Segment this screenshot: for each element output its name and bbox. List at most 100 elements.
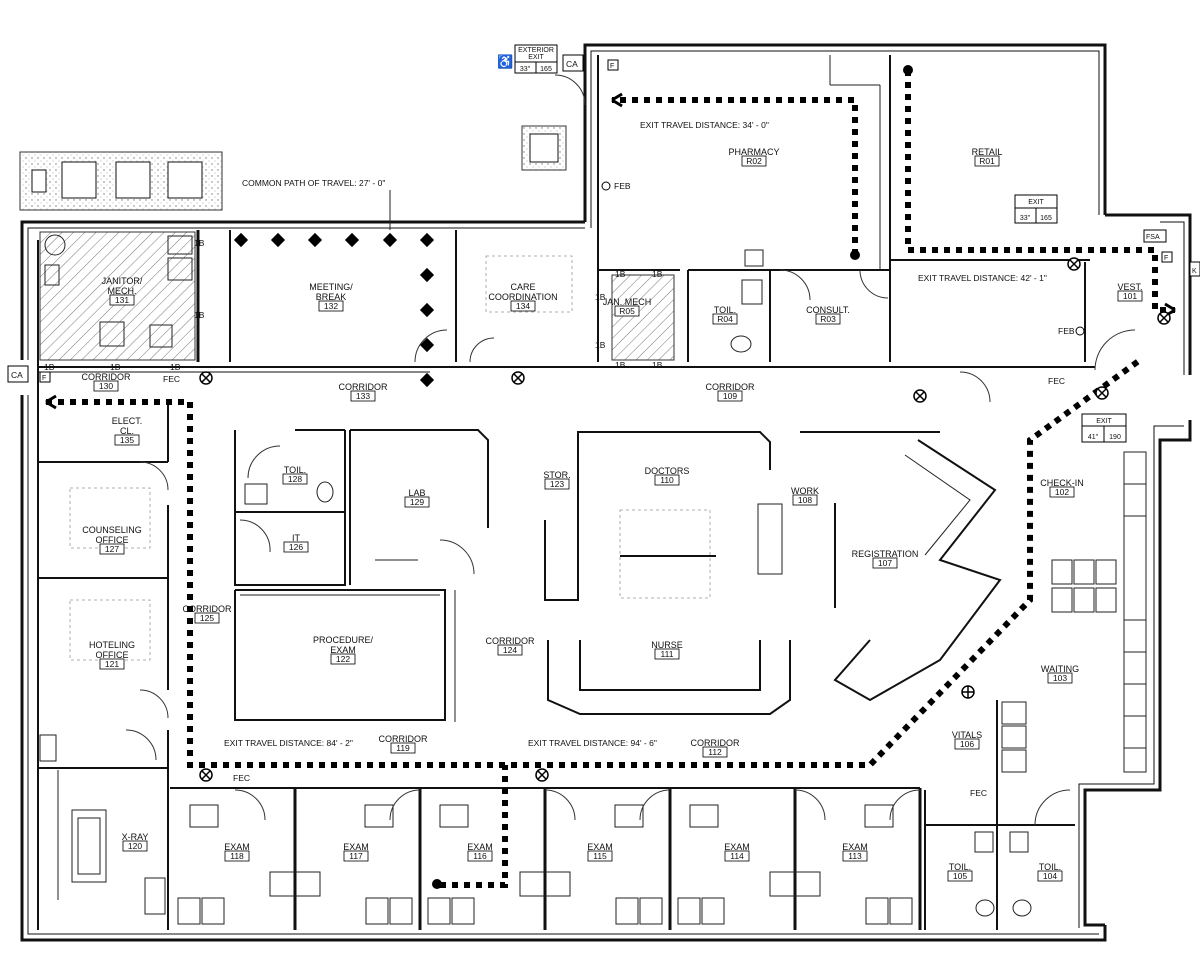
room-number: R05 xyxy=(619,306,635,316)
room-number: 117 xyxy=(349,851,363,861)
fire-extinguisher-icons xyxy=(199,257,1171,782)
room-name: CORRIDOR xyxy=(82,372,131,382)
fire-extinguisher-icon xyxy=(199,768,213,782)
room-number-box xyxy=(815,313,841,325)
room-number-box xyxy=(1049,486,1075,498)
exit-sign-checkin: EXIT 41" 190 xyxy=(1081,413,1127,443)
exterior-walls xyxy=(20,43,1192,942)
feb-label: FEB xyxy=(1058,326,1075,336)
room-number-box xyxy=(390,742,416,754)
room-name: EXAM xyxy=(343,842,369,852)
room-labels: RETAILR01PHARMACYR02CONSULT.R03TOIL.R04J… xyxy=(82,147,1143,882)
room-name: CONSULT. xyxy=(806,305,850,315)
room-number: 112 xyxy=(708,747,722,757)
room-number-box xyxy=(947,870,973,882)
room-name: VITALS xyxy=(952,730,982,740)
room-number: R04 xyxy=(717,314,733,324)
room-number: 111 xyxy=(661,649,674,659)
room-label-r04: TOIL.R04 xyxy=(712,305,738,325)
room-name: CORRIDOR xyxy=(486,636,535,646)
equipment-tags: CA CA FSA K F F F FEB FEB FEC FEC FEC FE… xyxy=(7,54,1200,798)
room-name: EXAM xyxy=(224,842,250,852)
room-number: 101 xyxy=(1123,291,1137,301)
room-label-101: VEST.101 xyxy=(1117,282,1143,302)
room-name: CORRIDOR xyxy=(379,734,428,744)
room-number-box xyxy=(497,644,523,656)
room-number: 102 xyxy=(1055,487,1069,497)
room-number: 108 xyxy=(798,495,812,505)
room-number-box xyxy=(954,738,980,750)
room-number: 128 xyxy=(288,474,302,484)
room-number: 127 xyxy=(105,544,119,554)
exit-clear-width: 33" xyxy=(520,66,531,73)
exit-sign-title: EXIT xyxy=(1028,199,1044,206)
room-number: 134 xyxy=(516,301,530,311)
room-number-box xyxy=(654,648,680,660)
room-name: STOR. xyxy=(543,470,570,480)
fsa-tag: FSA xyxy=(1146,234,1160,241)
room-number-box xyxy=(99,543,125,555)
room-number-box xyxy=(282,473,308,485)
room-number-box xyxy=(1037,870,1063,882)
room-number-box xyxy=(792,494,818,506)
room-number: 129 xyxy=(410,497,424,507)
door-swings xyxy=(125,74,1136,826)
rating-tag: 1B xyxy=(615,360,626,370)
fec-label: FEC xyxy=(163,374,180,384)
fec-label: FEC xyxy=(970,788,987,798)
room-number-box xyxy=(467,850,493,862)
room-number: 124 xyxy=(503,645,517,655)
rating-tag: 1B xyxy=(595,340,606,350)
rating-tag: 1B xyxy=(170,362,181,372)
rating-tag: 1B xyxy=(595,292,606,302)
room-name: CORRIDOR xyxy=(691,738,740,748)
room-name: EXAM xyxy=(587,842,613,852)
room-number: 116 xyxy=(473,851,487,861)
fire-extinguisher-icon xyxy=(1157,311,1171,325)
fire-extinguisher-icon xyxy=(511,371,525,385)
fire-extinguisher-icon xyxy=(1095,386,1109,400)
room-number-box xyxy=(114,434,140,446)
room-label-131: JANITOR/MECH.131 xyxy=(102,276,143,306)
room-number: 119 xyxy=(396,743,410,753)
common-path-markers xyxy=(233,232,435,388)
mechanical-yard xyxy=(19,125,567,211)
room-number-box xyxy=(741,155,767,167)
accessibility-icon: ♿ xyxy=(497,54,513,69)
fire-extinguisher-icon xyxy=(1067,257,1081,271)
room-name: EXAM xyxy=(842,842,868,852)
room-number: 126 xyxy=(289,542,303,552)
room-number: 132 xyxy=(324,301,338,311)
room-number-box xyxy=(330,653,356,665)
room-number-box xyxy=(350,390,376,402)
room-number: 120 xyxy=(128,841,142,851)
room-name: IT xyxy=(292,533,301,543)
room-name: TOIL. xyxy=(949,862,971,872)
room-name: WAITING xyxy=(1041,664,1079,674)
travel-distance-notes: COMMON PATH OF TRAVEL: 27' - 0" EXIT TRA… xyxy=(224,120,1047,748)
room-name: X-RAY xyxy=(122,832,149,842)
exit-clear-width: 41" xyxy=(1088,434,1099,441)
f-tag: F xyxy=(1164,255,1168,262)
room-number-box xyxy=(587,850,613,862)
room-number: 125 xyxy=(200,613,214,623)
ca-tag: CA xyxy=(566,59,578,69)
f-tag: F xyxy=(42,375,46,382)
